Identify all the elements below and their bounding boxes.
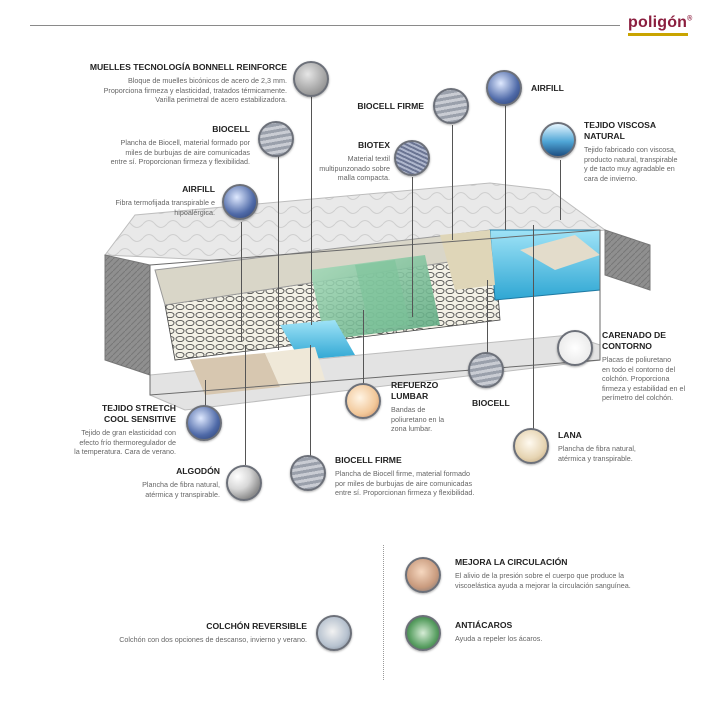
biocell-firme-bottom-icon (290, 455, 326, 491)
brand-logo-underline (628, 33, 688, 36)
leader-line-algodon (245, 345, 246, 465)
biocell-icon (258, 121, 294, 157)
leader-line-airfill (241, 222, 242, 342)
feature-biocell: BIOCELL Plancha de Biocell, material for… (110, 124, 250, 167)
feature-biocell-firme-top: BIOCELL FIRME (357, 101, 424, 111)
layer-biocell-firme (489, 229, 601, 301)
brand-logo: poligón® (628, 14, 693, 31)
airfill-right-icon (486, 70, 522, 106)
spring-icon (293, 61, 329, 97)
circulation-icon (405, 557, 441, 593)
leader-line-muelles (311, 95, 312, 325)
layer-algodon (520, 235, 600, 270)
leader-line-biocell-firme-bottom (310, 345, 311, 460)
benefits-divider (383, 545, 384, 680)
benefit-circulacion: MEJORA LA CIRCULACIÓN El alivio de la pr… (455, 557, 631, 590)
reversible-icon (316, 615, 352, 651)
lumbar-icon (345, 383, 381, 419)
contour-icon (557, 330, 593, 366)
feature-biocell-right: BIOCELL (472, 398, 510, 408)
anti-mite-icon (405, 615, 441, 651)
leader-line-biocell (278, 155, 279, 350)
leader-line-refuerzo (363, 310, 364, 390)
layer-lana (190, 353, 280, 395)
feature-muelles: MUELLES TECNOLOGÍA BONNELL REINFORCE Blo… (89, 62, 287, 105)
leader-line-biocell-firme-top (452, 125, 453, 240)
mattress-side-panel-right (604, 229, 651, 291)
mattress-side-panel-left (104, 254, 151, 376)
viscosa-icon (540, 122, 576, 158)
feature-airfill-right: AIRFILL (531, 83, 564, 93)
leader-line-stretch (205, 380, 206, 410)
benefit-antiacaros: ANTIÁCAROS Ayuda a repeler los ácaros. (455, 620, 543, 643)
leader-line-viscosa (560, 160, 561, 220)
wool-icon (513, 428, 549, 464)
biocell-right-icon (468, 352, 504, 388)
feature-biocell-firme-bottom: BIOCELL FIRME Plancha de Biocell firme, … (335, 455, 475, 498)
feature-lana: LANA Plancha de fibra natural,atérmica y… (558, 430, 636, 463)
biotex-icon (394, 140, 430, 176)
airfill-icon (222, 184, 258, 220)
cotton-icon (226, 465, 262, 501)
leader-line-airfill-right (505, 105, 506, 230)
leader-line-lana (533, 225, 534, 430)
benefit-reversible: COLCHÓN REVERSIBLE Colchón con dos opcio… (119, 621, 307, 644)
mattress-cutaway-illustration (104, 182, 651, 411)
feature-algodon: ALGODÓN Plancha de fibra natural,atérmic… (142, 466, 220, 499)
stretch-icon (186, 405, 222, 441)
feature-airfill: AIRFILL Fibra termofijada transpirable e… (115, 184, 215, 217)
leader-line-biocell-right (487, 280, 488, 355)
biocell-firme-icon (433, 88, 469, 124)
leader-line-biotex (412, 177, 413, 317)
header-rule (30, 25, 620, 26)
